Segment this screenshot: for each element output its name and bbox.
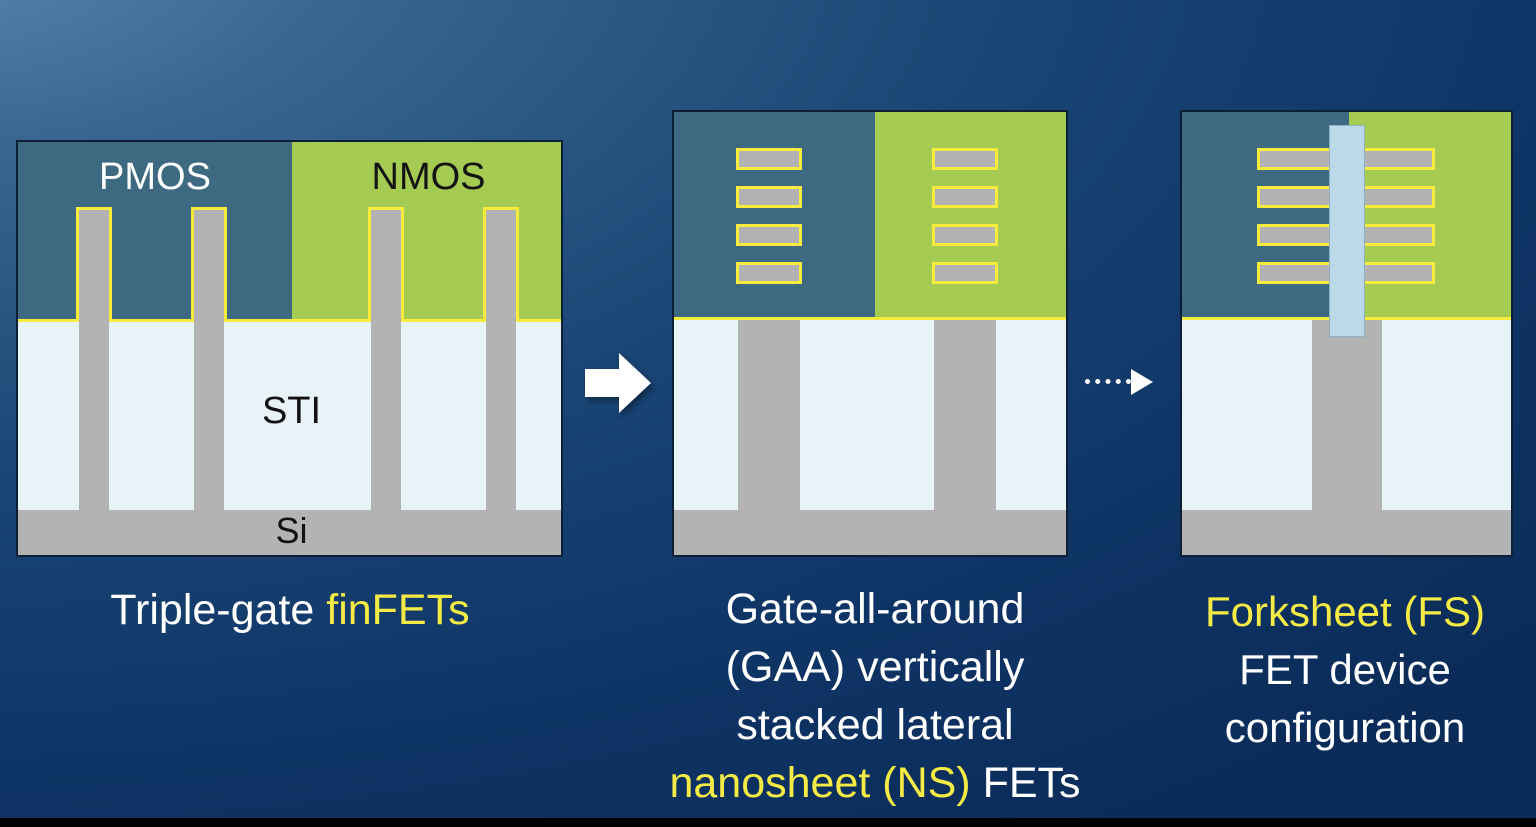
dashed-arrow-line [1085, 379, 1131, 384]
forksheet-nanosheet-right [1365, 224, 1435, 246]
finfet-pmos-region [18, 142, 292, 322]
fin-body [371, 322, 401, 510]
dashed-arrow-head [1131, 369, 1153, 395]
pmos-label: PMOS [99, 156, 211, 198]
caption-finfet-white: Triple-gate [110, 586, 327, 634]
fin-body [486, 322, 516, 510]
gaa-pmos-region [674, 112, 875, 319]
finfet-diagram: PMOS NMOS STI Si [16, 140, 563, 557]
finfet-gate-oxide-line [18, 319, 561, 322]
caption-finfet-yellow: finFETs [326, 586, 470, 634]
fork-fin-pillar [1312, 320, 1382, 510]
caption-fork-line1: Forksheet (FS) [1204, 588, 1486, 635]
arrow-right-icon [585, 353, 651, 413]
forksheet-nanosheet-left [1257, 262, 1329, 284]
forksheet-nanosheet-left [1257, 186, 1329, 208]
caption-fork-line3: configuration [1224, 704, 1466, 751]
caption-gaa-line4-yellow: nanosheet (NS) [669, 759, 971, 807]
nmos-label: NMOS [371, 156, 486, 198]
gaa-nanosheet-diagram [672, 110, 1068, 557]
nanosheet [736, 224, 802, 246]
fin-gate-wrapped [191, 207, 227, 322]
nanosheet [932, 224, 998, 246]
caption-fork-line2: FET device [1239, 646, 1451, 693]
gaa-sti-region [674, 320, 1066, 510]
gaa-si-substrate [674, 510, 1066, 555]
caption-gaa-line2: (GAA) vertically [725, 643, 1025, 691]
nanosheet [932, 148, 998, 170]
forksheet-nanosheet-right [1365, 148, 1435, 170]
caption-gaa-line4-white: FETs [970, 759, 1081, 807]
dashed-arrow-right-icon [1085, 368, 1165, 398]
nanosheet [932, 262, 998, 284]
fork-si-substrate [1182, 510, 1511, 555]
caption-gaa-line1: Gate-all-around [725, 585, 1025, 633]
fin-body [194, 322, 224, 510]
finfet-si-substrate [18, 510, 561, 555]
forksheet-nanosheet-left [1257, 224, 1329, 246]
forksheet-nanosheet-right [1365, 262, 1435, 284]
forksheet-diagram [1180, 110, 1513, 557]
fork-dielectric-wall [1329, 125, 1365, 337]
forksheet-nanosheet-left [1257, 148, 1329, 170]
gaa-gate-oxide-line [674, 317, 1066, 320]
caption-gaa-line4: nanosheet (NS) FETs [640, 754, 1110, 812]
forksheet-nanosheet-right [1365, 186, 1435, 208]
nanosheet [736, 148, 802, 170]
fork-nmos-region [1349, 112, 1511, 319]
si-label: Si [275, 510, 308, 551]
caption-finfet: Triple-gate finFETs [16, 586, 564, 635]
letterbox-bar [0, 818, 1536, 827]
fork-pmos-region [1182, 112, 1349, 319]
caption-gaa-line3: stacked lateral [736, 701, 1014, 749]
fin-gate-wrapped [483, 207, 519, 322]
caption-gaa: Gate-all-around (GAA) vertically stacked… [640, 580, 1110, 812]
gaa-nmos-region [875, 112, 1066, 319]
gaa-fin-pillar [934, 320, 996, 510]
nanosheet [932, 186, 998, 208]
fin-gate-wrapped [368, 207, 404, 322]
sti-label: STI [261, 390, 322, 432]
nanosheet [736, 186, 802, 208]
fin-gate-wrapped [76, 207, 112, 322]
nanosheet [736, 262, 802, 284]
gaa-fin-pillar [738, 320, 800, 510]
fin-body [79, 322, 109, 510]
caption-forksheet: Forksheet (FS) FET device configuration [1140, 583, 1536, 757]
